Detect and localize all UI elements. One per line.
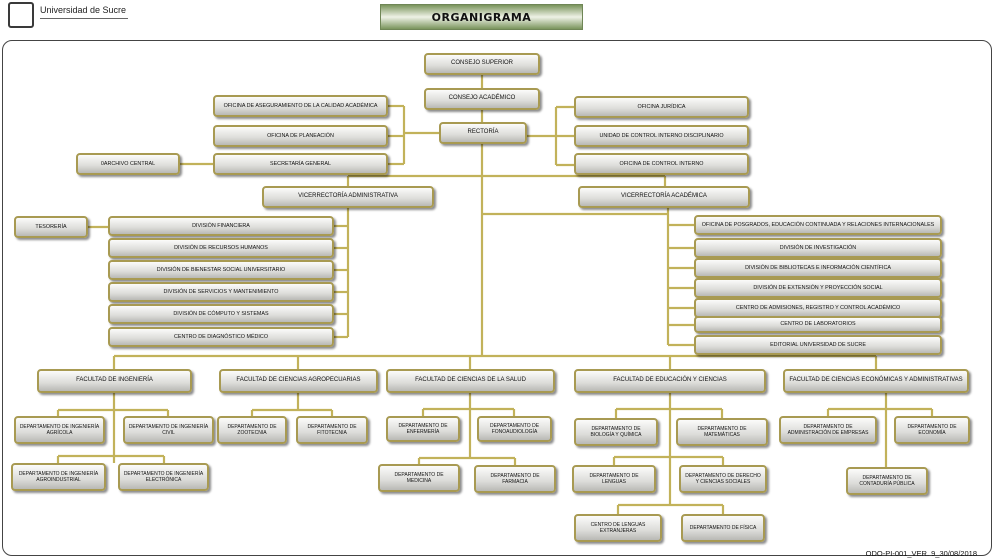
org-node-dep-derecho: DEPARTAMENTO DE DERECHO Y CIENCIAS SOCIA… <box>679 465 767 493</box>
org-node-centro-laboratorios: CENTRO DE LABORATORIOS <box>694 316 942 333</box>
org-node-control-disciplinario: UNIDAD DE CONTROL INTERNO DISCIPLINARIO <box>574 125 749 147</box>
university-shield-icon <box>8 2 34 28</box>
org-node-dep-enfermeria: DEPARTAMENTO DE ENFERMERÍA <box>386 416 460 442</box>
org-node-control-interno: OFICINA DE CONTROL INTERNO <box>574 153 749 175</box>
org-node-dep-fonoaudiologia: DEPARTAMENTO DE FONOAUDIOLOGÍA <box>477 416 552 442</box>
org-node-consejo-superior: CONSEJO SUPERIOR <box>424 53 540 75</box>
org-node-centro-admisiones: CENTRO DE ADMISIONES, REGISTRO Y CONTROL… <box>694 298 942 318</box>
org-node-div-financiera: DIVISIÓN FINANCIERA <box>108 216 334 236</box>
org-node-dep-agroindustrial: DEPARTAMENTO DE INGENIERÍA AGROINDUSTRIA… <box>11 463 106 491</box>
org-node-rectoria: RECTORÍA <box>439 122 527 144</box>
org-node-div-rrhh: DIVISIÓN DE RECURSOS HUMANOS <box>108 238 334 258</box>
document-code: ODO-PI-001_VER. 9_30/08/2018 <box>865 549 977 558</box>
org-node-fac-agro: FACULTAD DE CIENCIAS AGROPECUARIAS <box>219 369 378 393</box>
org-node-dep-matematicas: DEPARTAMENTO DE MATEMÁTICAS <box>676 418 768 446</box>
org-node-vic-acad: VICERRECTORÍA ACADÉMICA <box>578 186 750 208</box>
org-node-editorial: EDITORIAL UNIVERSIDAD DE SUCRE <box>694 335 942 355</box>
org-node-tesoreria: TESORERÍA <box>14 216 88 238</box>
org-node-div-extension: DIVISIÓN DE EXTENSIÓN Y PROYECCIÓN SOCIA… <box>694 278 942 298</box>
org-node-dep-medicina: DEPARTAMENTO DE MEDICINA <box>378 464 460 492</box>
chart-frame <box>2 40 992 556</box>
org-node-fac-educacion: FACULTAD DE EDUCACIÓN Y CIENCIAS <box>574 369 766 393</box>
org-node-div-bienestar: DIVISIÓN DE BIENESTAR SOCIAL UNIVERSITAR… <box>108 260 334 280</box>
chart-title: ORGANIGRAMA <box>431 10 532 24</box>
org-node-dep-fitotecnia: DEPARTAMENTO DE FITOTECNIA <box>296 416 368 444</box>
university-logo: Universidad de Sucre <box>6 2 146 32</box>
org-node-oficina-calidad: OFICINA DE ASEGURAMIENTO DE LA CALIDAD A… <box>213 95 388 117</box>
org-node-fac-salud: FACULTAD DE CIENCIAS DE LA SALUD <box>386 369 555 393</box>
org-node-dep-fisica: DEPARTAMENTO DE FÍSICA <box>681 514 765 542</box>
org-node-dep-civil: DEPARTAMENTO DE INGENIERÍA CIVIL <box>123 416 214 444</box>
org-node-centro-lenguas: CENTRO DE LENGUAS EXTRANJERAS <box>574 514 662 542</box>
org-node-div-bibliotecas: DIVISIÓN DE BIBLIOTECAS E INFORMACIÓN CI… <box>694 258 942 278</box>
org-node-secretaria-general: SECRETARÍA GENERAL <box>213 153 388 175</box>
university-name: Universidad de Sucre <box>40 5 127 15</box>
org-node-of-posgrados: OFICINA DE POSGRADOS, EDUCACIÓN CONTINUA… <box>694 215 942 235</box>
logo-underline <box>40 18 128 19</box>
org-node-dep-adm-empresas: DEPARTAMENTO DE ADMINISTRACIÓN DE EMPRES… <box>779 416 877 444</box>
org-node-div-computo: DIVISIÓN DE CÓMPUTO Y SISTEMAS <box>108 304 334 324</box>
org-node-oficina-planeacion: OFICINA DE PLANEACIÓN <box>213 125 388 147</box>
org-node-dep-biologia: DEPARTAMENTO DE BIOLOGÍA Y QUÍMICA <box>574 418 658 446</box>
org-node-centro-diagnostico: CENTRO DE DIAGNÓSTICO MÉDICO <box>108 327 334 347</box>
org-node-fac-economicas: FACULTAD DE CIENCIAS ECONÓMICAS Y ADMINI… <box>783 369 969 393</box>
org-node-consejo-academico: CONSEJO ACADÉMICO <box>424 88 540 110</box>
org-node-dep-economia: DEPARTAMENTO DE ECONOMÍA <box>894 416 970 444</box>
org-node-dep-farmacia: DEPARTAMENTO DE FARMACIA <box>474 465 556 493</box>
org-node-fac-ingenieria: FACULTAD DE INGENIERÍA <box>37 369 192 393</box>
org-node-dep-contaduria: DEPARTAMENTO DE CONTADURÍA PÚBLICA <box>846 467 928 495</box>
org-node-dep-electronica: DEPARTAMENTO DE INGENIERÍA ELECTRÓNICA <box>118 463 209 491</box>
org-node-div-investigacion: DIVISIÓN DE INVESTIGACIÓN <box>694 238 942 258</box>
org-node-vic-admin: VICERRECTORÍA ADMINISTRATIVA <box>262 186 434 208</box>
org-node-oficina-juridica: OFICINA JURÍDICA <box>574 96 749 118</box>
org-node-dep-lenguas: DEPARTAMENTO DE LENGUAS <box>572 465 656 493</box>
org-node-dep-agricola: DEPARTAMENTO DE INGENIERÍA AGRÍCOLA <box>14 416 105 444</box>
org-node-archivo-central: 0ARCHIVO CENTRAL <box>76 153 180 175</box>
org-node-dep-zootecnia: DEPARTAMENTO DE ZOOTECNIA <box>217 416 287 444</box>
org-node-div-servicios: DIVISIÓN DE SERVICIOS Y MANTENIMIENTO <box>108 282 334 302</box>
chart-title-band: ORGANIGRAMA <box>380 4 583 30</box>
